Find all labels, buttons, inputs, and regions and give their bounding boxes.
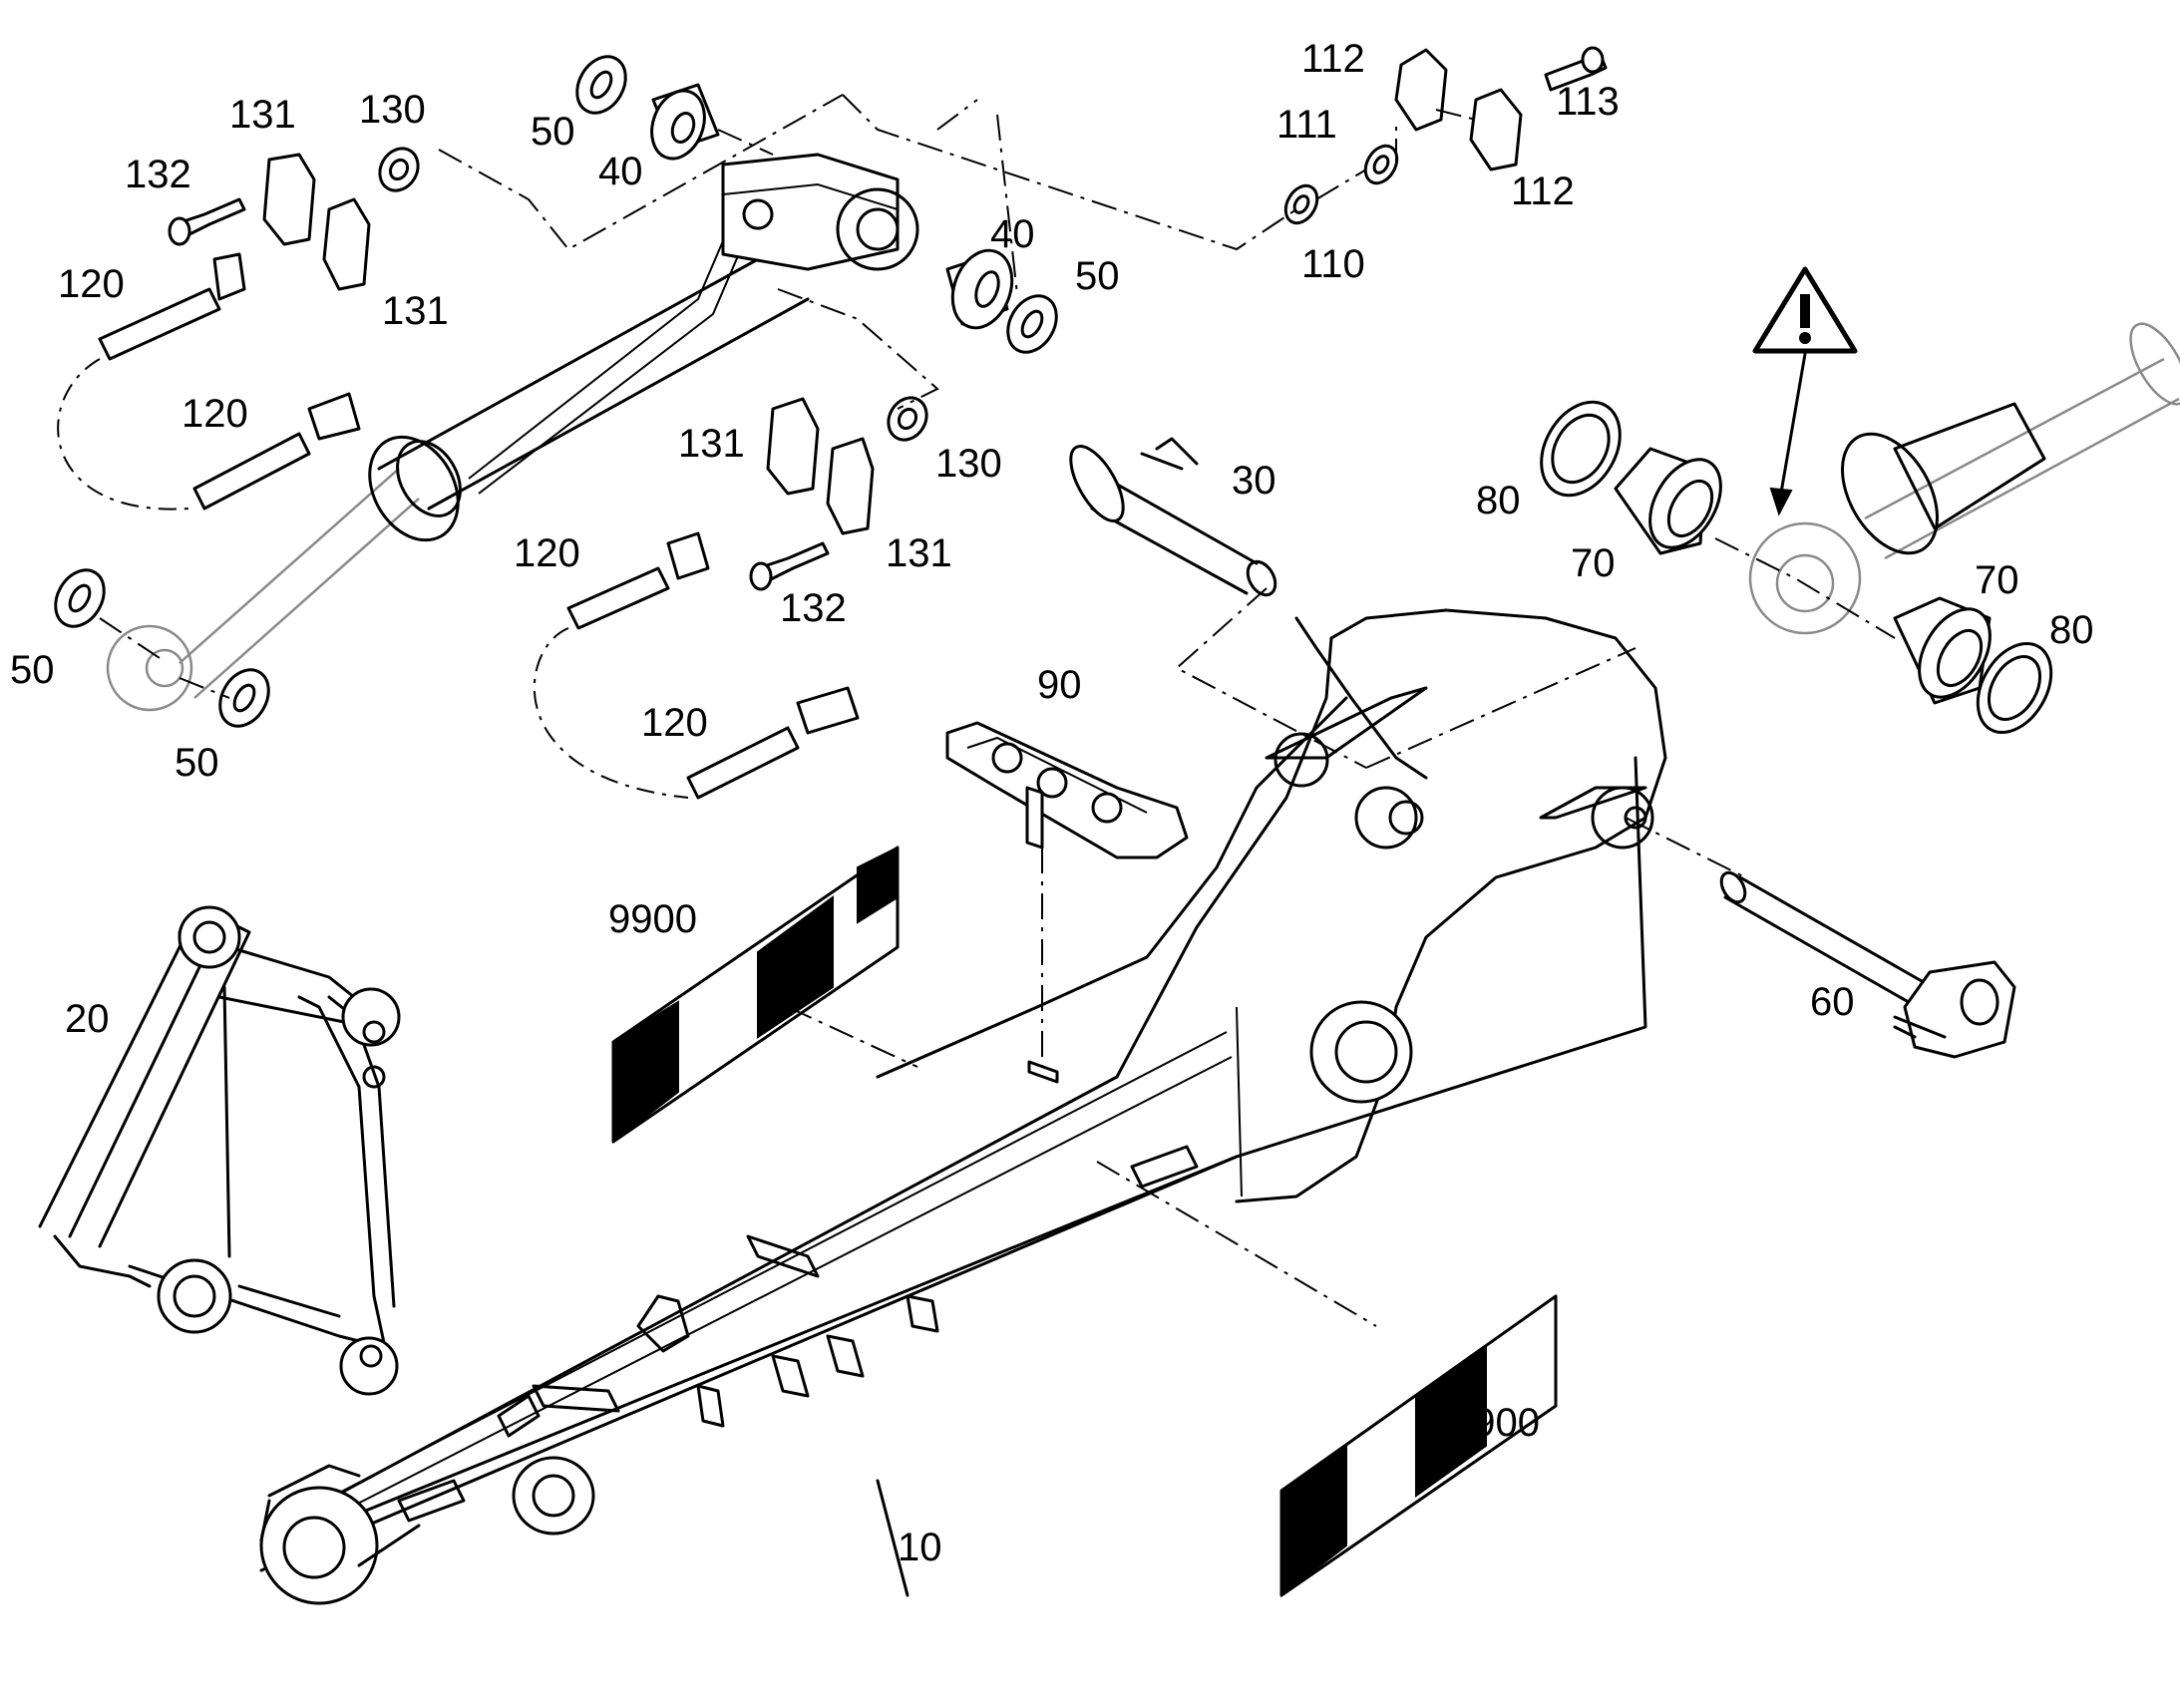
pin-30 bbox=[1069, 437, 1277, 597]
callout-90: 90 bbox=[1037, 663, 1082, 707]
callout-10: 10 bbox=[898, 1526, 942, 1569]
callout-70-left: 70 bbox=[1571, 541, 1616, 585]
callout-80-right: 80 bbox=[2049, 608, 2094, 652]
assembly-lines bbox=[57, 94, 1896, 1597]
callout-130-top: 130 bbox=[359, 88, 426, 132]
hydraulic-cylinder-right bbox=[1748, 322, 2180, 635]
callout-111: 111 bbox=[1276, 103, 1337, 147]
callout-9900-right: 9900 bbox=[1451, 1401, 1540, 1445]
callout-120-b: 120 bbox=[182, 392, 248, 436]
callout-112-right: 112 bbox=[1511, 170, 1575, 213]
callout-50-mid: 50 bbox=[1075, 254, 1120, 298]
callout-70-right: 70 bbox=[1975, 558, 2019, 602]
boom-arm bbox=[259, 608, 1667, 1605]
callout-60: 60 bbox=[1810, 980, 1855, 1024]
callout-20: 20 bbox=[65, 997, 110, 1041]
callout-132-top: 132 bbox=[125, 153, 191, 196]
callout-120-a: 120 bbox=[58, 262, 125, 306]
callout-80-left: 80 bbox=[1476, 479, 1521, 522]
callout-112-top: 112 bbox=[1301, 37, 1365, 81]
callout-113: 113 bbox=[1556, 80, 1620, 124]
small-parts bbox=[54, 46, 2053, 1598]
callout-131-b: 131 bbox=[382, 289, 449, 333]
callout-130-mid: 130 bbox=[935, 442, 1002, 486]
callout-131-d: 131 bbox=[886, 531, 952, 575]
callout-40-top: 40 bbox=[598, 150, 643, 193]
callout-50-top: 50 bbox=[531, 110, 575, 154]
callout-120-c: 120 bbox=[514, 531, 580, 575]
callout-40-mid: 40 bbox=[990, 212, 1035, 256]
callout-50-left: 50 bbox=[10, 648, 55, 692]
callout-30: 30 bbox=[1232, 459, 1276, 503]
callout-131-c: 131 bbox=[678, 422, 745, 466]
callout-9900-left: 9900 bbox=[608, 897, 697, 941]
callout-131-a: 131 bbox=[229, 93, 296, 137]
hydraulic-cylinder-left bbox=[106, 153, 919, 712]
warning-triangle-icon bbox=[1752, 266, 1858, 354]
callout-110: 110 bbox=[1301, 242, 1365, 286]
callout-132-mid: 132 bbox=[780, 586, 847, 630]
link-assembly bbox=[38, 905, 401, 1396]
callout-120-d: 120 bbox=[641, 701, 708, 745]
pin-60 bbox=[1719, 870, 2016, 1059]
callout-labels: 10 20 30 40 40 50 50 50 50 60 70 70 80 8… bbox=[10, 37, 2094, 1569]
callout-50-low: 50 bbox=[175, 741, 219, 785]
